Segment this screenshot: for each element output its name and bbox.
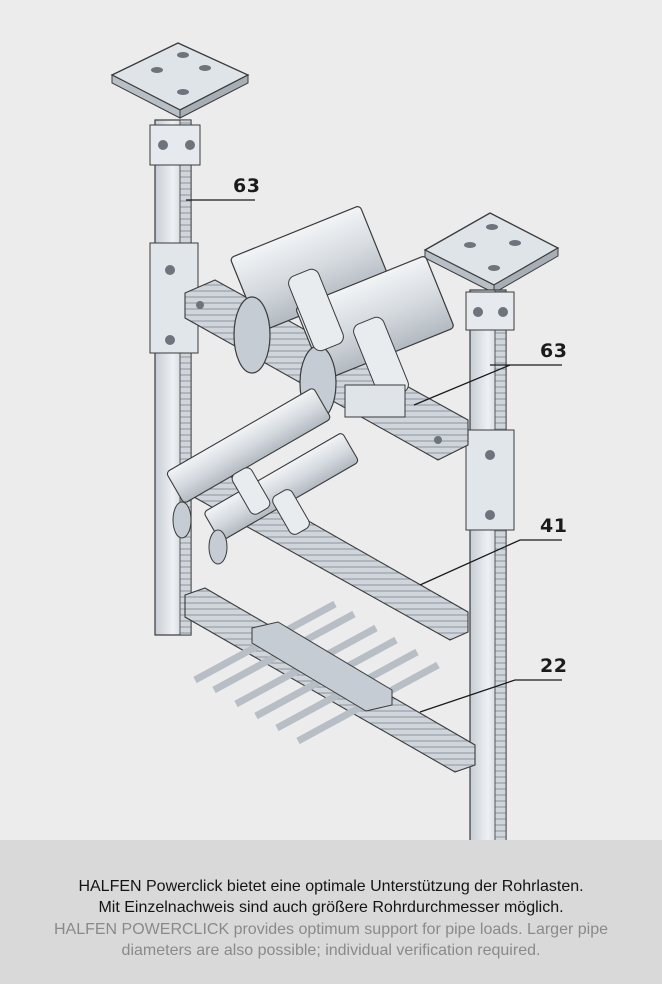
caption-german-line-2: Mit Einzelnachweis sind auch größere Roh… <box>98 899 564 916</box>
medium-pipes <box>166 388 359 565</box>
caption-band: HALFEN Powerclick bietet eine optimale U… <box>0 840 662 984</box>
caption-english-line-2: diameters are also possible; individual … <box>121 942 541 959</box>
caption-english-line-1: HALFEN POWERCLICK provides optimum suppo… <box>53 921 608 938</box>
large-pipes <box>230 206 454 421</box>
caption-german-line-1: HALFEN Powerclick bietet eine optimale U… <box>78 878 584 895</box>
left-post <box>149 119 201 636</box>
callout-63-left: 63 <box>233 175 261 197</box>
callout-41: 41 <box>540 515 568 537</box>
pipe-support-illustration <box>110 42 562 840</box>
callout-22: 22 <box>540 655 568 677</box>
small-pipes <box>193 600 440 745</box>
right-post <box>465 289 515 840</box>
callout-63-right: 63 <box>540 340 568 362</box>
left-ceiling-plate <box>110 42 250 119</box>
leader-lines <box>186 199 562 713</box>
right-ceiling-plate <box>423 212 560 294</box>
